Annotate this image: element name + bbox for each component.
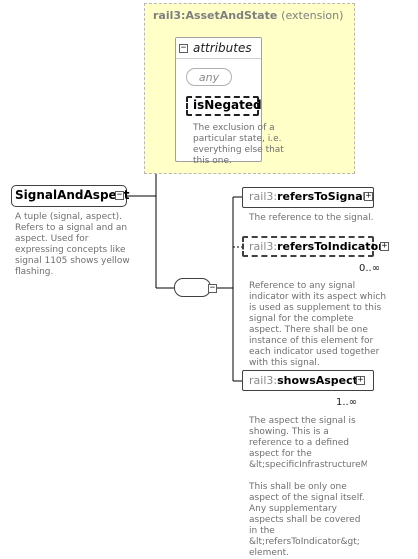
refers-to-indicator-element[interactable] xyxy=(242,236,374,257)
refers-to-indicator-label: rail3:refersToIndicator xyxy=(249,240,384,253)
any-attribute[interactable]: any xyxy=(186,68,232,86)
shows-aspect-namespace: rail3: xyxy=(249,374,278,387)
shows-aspect-label: rail3:showsAspect xyxy=(249,374,358,387)
shows-aspect-documentation: The aspect the signal is showing. This i… xyxy=(249,416,367,558)
isnegated-attribute-box[interactable] xyxy=(186,96,259,116)
expand-refers-to-signal-icon[interactable]: + xyxy=(364,191,373,201)
attributes-label: attributes xyxy=(193,41,252,55)
sequence-compositor[interactable] xyxy=(174,278,211,297)
refers-to-signal-element[interactable] xyxy=(242,187,374,208)
refers-to-indicator-documentation: Reference to any signal indicator with i… xyxy=(249,281,387,368)
refers-to-indicator-name: refersToIndicator xyxy=(277,240,384,253)
refers-to-signal-documentation: The reference to the signal. xyxy=(249,213,374,223)
signalandaspect-label: SignalAndAspect xyxy=(15,188,130,202)
refers-to-indicator-namespace: rail3: xyxy=(249,240,278,253)
collapse-element-icon[interactable]: − xyxy=(115,190,124,200)
shows-aspect-element[interactable] xyxy=(242,370,374,391)
refers-to-signal-name: refersToSignal xyxy=(277,190,367,203)
attributes-header xyxy=(176,38,261,59)
refers-to-signal-namespace: rail3: xyxy=(249,190,278,203)
refers-to-indicator-cardinality: 0..∞ xyxy=(359,263,381,274)
extension-type-name: rail3:AssetAndState xyxy=(153,9,278,22)
signalandaspect-element[interactable] xyxy=(11,185,127,207)
extension-title: rail3:AssetAndState (extension) xyxy=(153,9,343,22)
collapse-sequence-icon[interactable]: − xyxy=(208,283,217,293)
refers-to-signal-label: rail3:refersToSignal xyxy=(249,190,366,203)
expand-refers-to-indicator-icon[interactable]: + xyxy=(380,241,389,251)
shows-aspect-name: showsAspect xyxy=(277,374,358,387)
signalandaspect-documentation: A tuple (signal, aspect). Refers to a si… xyxy=(15,212,130,277)
collapse-attributes-icon[interactable]: − xyxy=(179,43,188,53)
extension-kind: (extension) xyxy=(281,9,344,22)
expand-shows-aspect-icon[interactable]: + xyxy=(356,375,365,385)
isnegated-documentation: The exclusion of a particular state, i.e… xyxy=(193,123,284,166)
isnegated-attribute-label: isNegated xyxy=(193,98,262,112)
shows-aspect-cardinality: 1..∞ xyxy=(336,397,358,408)
